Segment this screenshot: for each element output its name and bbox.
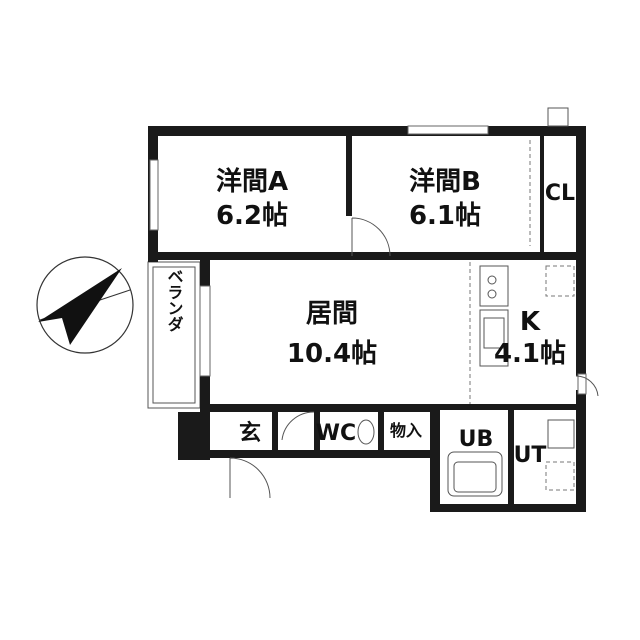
room-size-western-b: 6.1帖 — [409, 201, 481, 231]
room-label-western-a: 洋間A — [216, 166, 288, 197]
room-label-kitchen: K — [520, 307, 541, 337]
room-label-utility: UT — [514, 443, 547, 468]
room-label-toilet: WC — [316, 421, 356, 446]
room-label-storage: 物入 — [390, 421, 422, 440]
room-label-entrance: 玄 — [239, 420, 261, 446]
stove — [479, 265, 509, 307]
compass — [36, 256, 134, 354]
room-labels: 洋間A 6.2帖 洋間B 6.1帖 CL 居間 10.4帖 K 4.1帖 ベラン… — [165, 166, 576, 468]
doors — [229, 140, 599, 499]
room-label-closet: CL — [545, 181, 575, 206]
windows — [149, 125, 587, 395]
room-size-kitchen: 4.1帖 — [494, 339, 566, 369]
room-label-western-b: 洋間B — [409, 166, 481, 197]
fridge-space — [545, 265, 575, 297]
sink — [479, 309, 509, 367]
room-label-living: 居間 — [306, 299, 358, 329]
washbasin — [547, 419, 575, 449]
fixtures — [357, 262, 575, 497]
toilet-bowl — [357, 419, 375, 445]
room-size-western-a: 6.2帖 — [216, 201, 288, 231]
room-size-living: 10.4帖 — [287, 339, 377, 369]
room-label-veranda: ベランダ — [165, 268, 184, 332]
washer-space — [545, 461, 575, 491]
room-label-bath: UB — [459, 427, 494, 452]
bathtub — [447, 451, 503, 497]
north-arrow-icon — [38, 268, 122, 345]
walls — [148, 107, 586, 512]
